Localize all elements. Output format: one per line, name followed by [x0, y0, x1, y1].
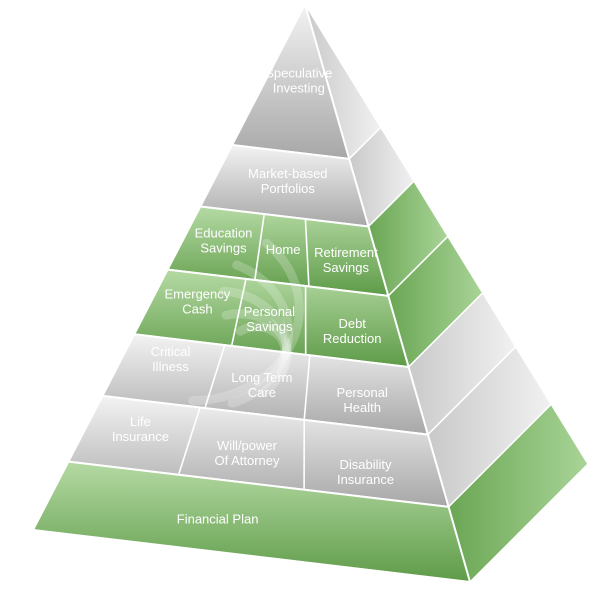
- divider-insurance-1: [177, 407, 201, 475]
- swirl-arc: [188, 238, 304, 406]
- label-savings-2: Home: [266, 242, 301, 257]
- divider-health-2: [303, 355, 311, 420]
- divider-savings-2: [304, 218, 310, 287]
- label-foundation-1: Financial Plan: [177, 511, 259, 526]
- divider-health-1: [204, 344, 226, 409]
- swirl-logo-watermark: [188, 238, 304, 408]
- pyramid-side-faces: [304, 3, 589, 584]
- swirl-arc: [227, 260, 294, 408]
- tier-separators: [177, 214, 311, 490]
- pyramid-front-faces: [31, 1, 472, 584]
- swirl-arc: [221, 309, 292, 379]
- tier-front-foundation: [31, 460, 472, 584]
- swirl-arc: [235, 322, 290, 359]
- divider-savings-1: [254, 214, 266, 281]
- divider-cash-1: [230, 278, 247, 347]
- swirl-arc: [219, 286, 292, 398]
